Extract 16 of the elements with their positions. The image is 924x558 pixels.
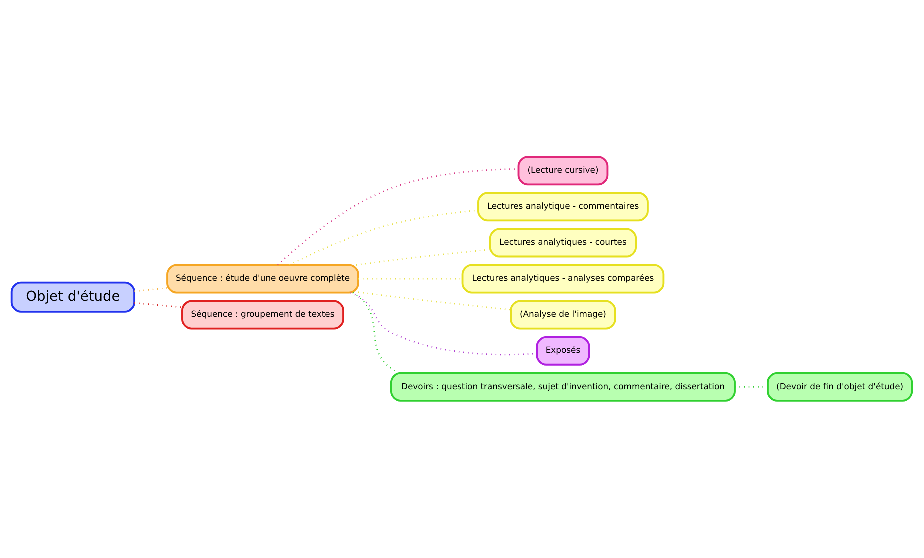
connector bbox=[352, 292, 399, 374]
node-box: Lectures analytiques - courtes bbox=[489, 228, 638, 258]
connector bbox=[134, 288, 168, 292]
connector bbox=[356, 249, 490, 266]
node-box: Lectures analytique - commentaires bbox=[478, 192, 649, 222]
node-box: Exposés bbox=[536, 336, 590, 366]
node-box: Lectures analytiques - analyses comparées bbox=[462, 264, 665, 294]
node-box: (Devoir de fin d'objet d'étude) bbox=[767, 372, 914, 402]
node-box: Séquence : groupement de textes bbox=[182, 300, 344, 330]
node-box: Séquence : étude d'une oeuvre complète bbox=[166, 264, 360, 294]
node-box: Objet d'étude bbox=[10, 282, 136, 313]
node-box: (Lecture cursive) bbox=[518, 156, 609, 186]
node-box: Devoirs : question transversale, sujet d'invention, commentaire, dissertation bbox=[390, 372, 736, 402]
node-box: (Analyse de l'image) bbox=[510, 300, 616, 330]
connector bbox=[134, 302, 182, 308]
connector bbox=[358, 292, 511, 311]
